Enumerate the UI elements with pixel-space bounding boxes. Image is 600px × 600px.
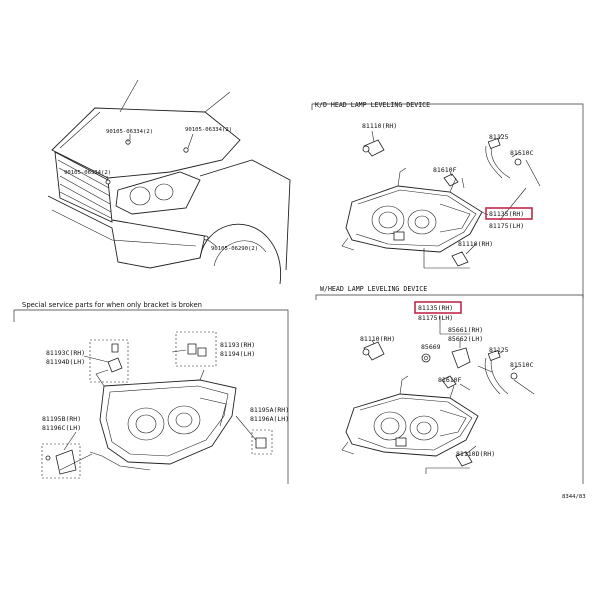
part-81195b: 81195B(RH) xyxy=(42,415,81,423)
part-81125-kd: 81125 xyxy=(489,133,509,141)
vehicle-front-view xyxy=(47,79,291,285)
part-85661: 85661(RH) xyxy=(448,326,483,334)
callout-bolt-3: 90105-06334(2) xyxy=(64,170,111,176)
part-81510c-w: 81510C xyxy=(510,361,534,369)
part-81196a: 81196A(LH) xyxy=(250,415,289,423)
part-81195a: 81195A(RH) xyxy=(250,406,289,414)
part-81110-w: 81110(RH) xyxy=(360,335,395,343)
part-81610f-kd: 81610F xyxy=(433,166,457,174)
part-81194: 81194(LH) xyxy=(220,350,255,358)
section-title-kd: K/D HEAD LAMP LEVELING DEVICE xyxy=(315,101,430,109)
part-81193: 81193(RH) xyxy=(220,341,255,349)
section-w-leveling: W/HEAD LAMP LEVELING DEVICE xyxy=(315,285,584,484)
callout-bolt-4: 90105-06290(2) xyxy=(211,246,258,252)
section-title-w: W/HEAD LAMP LEVELING DEVICE xyxy=(320,285,427,293)
highlight-box-kd xyxy=(485,207,533,220)
part-81193c: 81193C(RH) xyxy=(46,349,85,357)
callout-bolt-1: 90105-06334(2) xyxy=(106,129,153,135)
section-title-bracket: Special service parts for when only brac… xyxy=(22,301,202,309)
part-81510c-kd: 81510C xyxy=(510,149,534,157)
part-85662: 85662(LH) xyxy=(448,335,483,343)
part-81135-kd[interactable]: 81135(RH) xyxy=(489,210,524,218)
part-81110-kd-lower: 81110(RH) xyxy=(458,240,493,248)
part-81110-kd: 81110(RH) xyxy=(362,122,397,130)
section-bracket-parts: Special service parts for when only brac… xyxy=(13,301,289,484)
highlight-box-w xyxy=(414,301,462,314)
part-81610f-w: 81610F xyxy=(438,376,462,384)
part-81175-kd: 81175(LH) xyxy=(489,222,524,230)
part-81194d: 81194D(LH) xyxy=(46,358,85,366)
part-85669: 85669 xyxy=(421,343,441,351)
section-kd-leveling: K/D HEAD LAMP LEVELING DEVICE xyxy=(311,101,584,298)
part-81110d-w: 81110D(RH) xyxy=(456,450,495,458)
part-81135-w[interactable]: 81135(RH) xyxy=(418,304,453,312)
callout-bolt-2: 90105-06334(2) xyxy=(185,127,232,133)
figure-id: 8344/83 xyxy=(562,494,586,500)
part-81175-w: 81175(LH) xyxy=(418,314,453,322)
part-81125-w: 81125 xyxy=(489,346,509,354)
part-81196c: 81196C(LH) xyxy=(42,424,81,432)
